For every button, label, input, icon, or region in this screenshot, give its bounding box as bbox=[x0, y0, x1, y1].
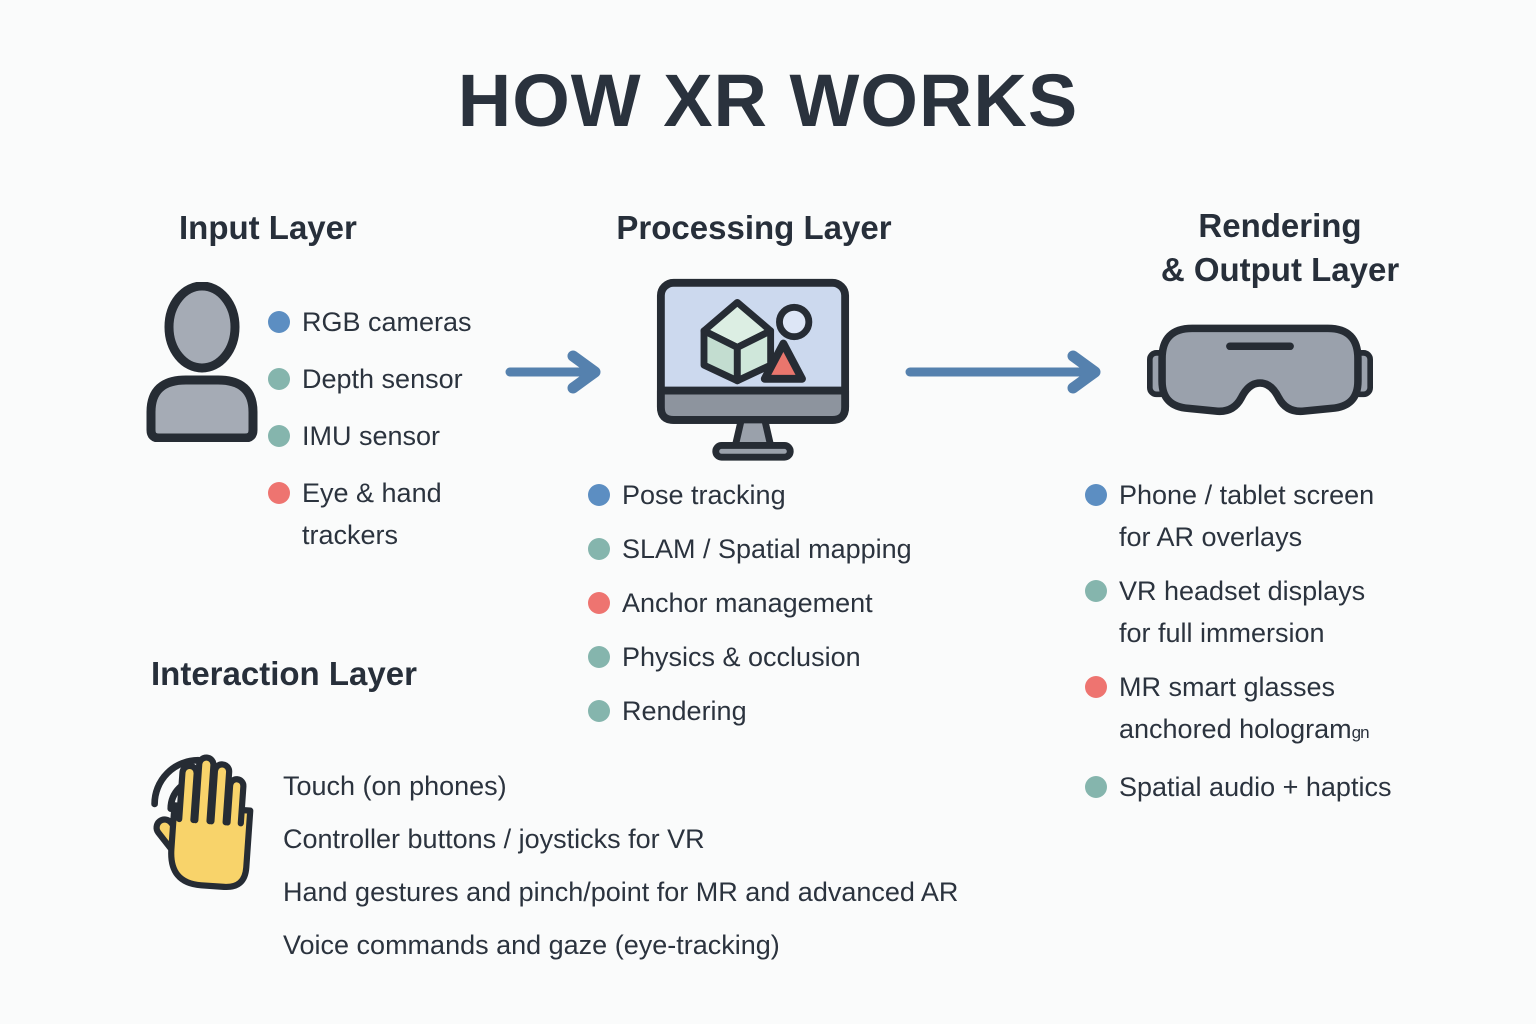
monitor-3d-scene-icon bbox=[655, 276, 851, 464]
rendering-heading-line1: Rendering bbox=[1198, 207, 1362, 244]
bullet-dot bbox=[588, 484, 610, 506]
input-layer-list: RGB cameras Depth sensor IMU sensor Eye … bbox=[268, 301, 472, 571]
list-item: Phone / tablet screen for AR overlays bbox=[1085, 474, 1391, 558]
bullet-dot bbox=[588, 646, 610, 668]
interaction-item: Touch (on phones) bbox=[283, 771, 507, 801]
bullet-dot bbox=[588, 700, 610, 722]
rendering-output-layer-heading: Rendering & Output Layer bbox=[1090, 204, 1470, 292]
list-item: Eye & hand trackers bbox=[268, 472, 472, 556]
flow-arrow-input-to-processing bbox=[503, 350, 615, 394]
hologram-suffix-glyphs: gn bbox=[1351, 723, 1370, 742]
list-item: Depth sensor bbox=[268, 358, 472, 400]
interaction-item: Voice commands and gaze (eye-tracking) bbox=[283, 930, 780, 960]
bullet-dot bbox=[588, 592, 610, 614]
list-item: VR headset displays for full immersion bbox=[1085, 570, 1391, 654]
list-item-text: RGB cameras bbox=[302, 307, 472, 337]
list-item: Pose tracking bbox=[588, 474, 912, 516]
vr-headset-icon bbox=[1147, 320, 1373, 430]
person-icon bbox=[142, 282, 262, 442]
list-item-text: anchored hologram bbox=[1119, 714, 1352, 744]
list-item: Spatial audio + haptics bbox=[1085, 766, 1391, 808]
list-item-text: Rendering bbox=[622, 696, 747, 726]
waving-hand-icon bbox=[147, 738, 261, 906]
bullet-dot bbox=[268, 311, 290, 333]
list-item-text: Anchor management bbox=[622, 588, 873, 618]
list-item: SLAM / Spatial mapping bbox=[588, 528, 912, 570]
list-item-text: MR smart glasses bbox=[1119, 672, 1336, 702]
list-item-text: for full immersion bbox=[1119, 618, 1325, 648]
list-item-text: trackers bbox=[302, 520, 399, 550]
processing-layer-list: Pose tracking SLAM / Spatial mapping Anc… bbox=[588, 474, 912, 744]
list-item: Physics & occlusion bbox=[588, 636, 912, 678]
list-item-text: Eye & hand bbox=[302, 478, 442, 508]
interaction-layer-list: Touch (on phones) Controller buttons / j… bbox=[283, 765, 958, 977]
list-item-text: SLAM / Spatial mapping bbox=[622, 534, 912, 564]
page-title: HOW XR WORKS bbox=[457, 59, 1079, 142]
list-item: MR smart glasses anchored hologramgn bbox=[1085, 666, 1391, 754]
flow-arrow-processing-to-rendering bbox=[903, 350, 1115, 394]
list-item-text: Spatial audio + haptics bbox=[1119, 772, 1392, 802]
list-item-text: Phone / tablet screen bbox=[1119, 480, 1375, 510]
bullet-dot bbox=[588, 538, 610, 560]
list-item-text: Physics & occlusion bbox=[622, 642, 861, 672]
list-item-text: Depth sensor bbox=[302, 364, 463, 394]
list-item-text: IMU sensor bbox=[302, 421, 441, 451]
bullet-dot bbox=[268, 425, 290, 447]
processing-layer-heading: Processing Layer bbox=[616, 209, 892, 246]
rendering-heading-line2: & Output Layer bbox=[1160, 251, 1400, 288]
bullet-dot bbox=[1085, 580, 1107, 602]
rendering-output-layer-list: Phone / tablet screen for AR overlays VR… bbox=[1085, 474, 1391, 820]
interaction-item: Hand gestures and pinch/point for MR and… bbox=[283, 877, 959, 907]
list-item-text: anchored hologramgn bbox=[1119, 708, 1370, 754]
list-item-text: Pose tracking bbox=[622, 480, 786, 510]
input-layer-heading: Input Layer bbox=[179, 209, 357, 246]
interaction-layer-heading: Interaction Layer bbox=[151, 655, 417, 692]
bullet-dot bbox=[1085, 776, 1107, 798]
list-item: IMU sensor bbox=[268, 415, 472, 457]
list-item: Rendering bbox=[588, 690, 912, 732]
bullet-dot bbox=[1085, 676, 1107, 698]
interaction-item: Controller buttons / joysticks for VR bbox=[283, 824, 705, 854]
list-item-text: VR headset displays bbox=[1119, 576, 1366, 606]
bullet-dot bbox=[1085, 484, 1107, 506]
list-item-text: for AR overlays bbox=[1119, 522, 1303, 552]
list-item: RGB cameras bbox=[268, 301, 472, 343]
bullet-dot bbox=[268, 368, 290, 390]
bullet-dot bbox=[268, 482, 290, 504]
list-item: Anchor management bbox=[588, 582, 912, 624]
